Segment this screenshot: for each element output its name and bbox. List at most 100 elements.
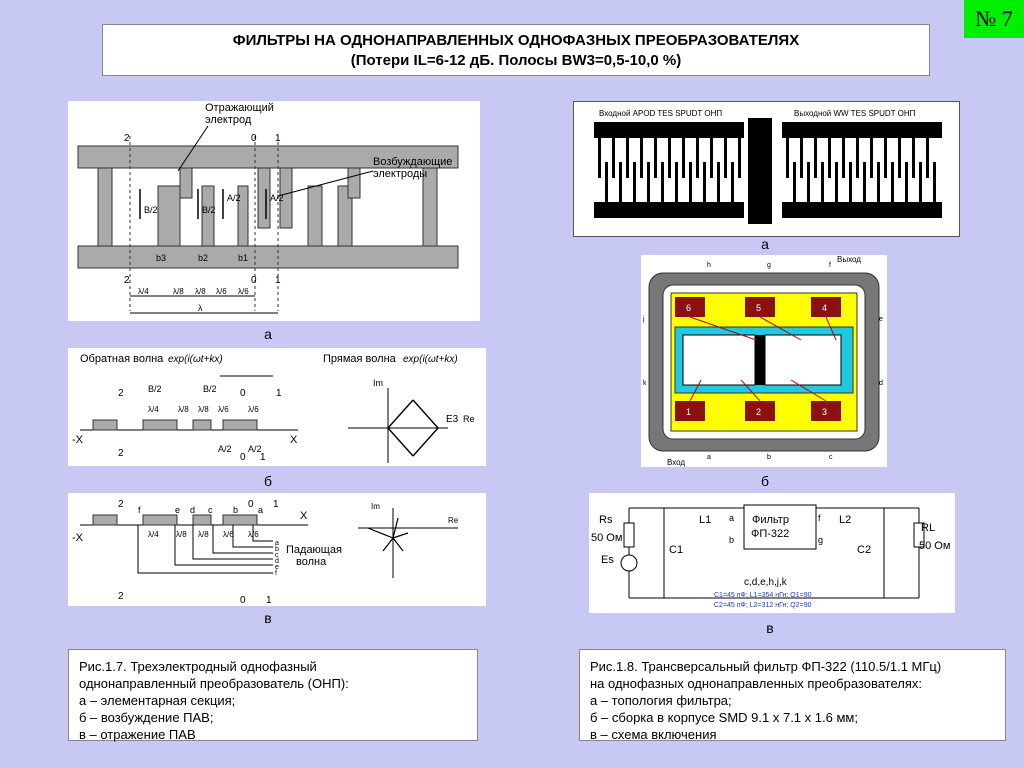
label-reflect-2: электрод — [205, 114, 252, 126]
lambda-b-3: λ/8 — [198, 405, 209, 414]
fig18-line-2: на однофазных однонаправленных преобразо… — [590, 676, 923, 691]
rl-value: 50 Ом — [919, 540, 950, 552]
transducer-finger — [710, 138, 713, 178]
transducer-finger — [870, 138, 873, 178]
label-reflect: Отражающий — [205, 102, 274, 114]
transducer-finger — [633, 162, 636, 202]
page-title: ФИЛЬТРЫ НА ОДНОНАПРАВЛЕННЫХ ОДНОФАЗНЫХ П… — [232, 32, 800, 49]
pad-6: 6 — [686, 303, 691, 313]
list-d: d — [275, 558, 279, 565]
mark-1-b: 1 — [276, 388, 282, 399]
fig17-line-4: б – возбуждение ПАВ; — [79, 710, 214, 725]
list-c: c — [275, 552, 279, 559]
fig17-line-3: а – элементарная секция; — [79, 693, 236, 708]
input-transducer-label: Входной APOD TES SPUDT ОНП — [599, 109, 722, 118]
transducer-finger — [800, 138, 803, 178]
mark-1-c: 1 — [273, 499, 279, 510]
transducer-finger — [605, 162, 608, 202]
mark-0-c-bottom: 0 — [240, 595, 246, 606]
pin-j: j — [642, 316, 645, 323]
list-f: f — [275, 570, 277, 577]
mark-0-b: 0 — [240, 388, 246, 399]
pin-d: d — [879, 380, 883, 387]
lambda-c-2: λ/8 — [176, 530, 187, 539]
transducer-finger — [842, 138, 845, 178]
x-axis: X — [290, 434, 298, 446]
output-transducer-label: Выходной WW TES SPUDT ОНП — [794, 109, 916, 118]
input-label: Вход — [667, 458, 685, 467]
letter-c: c — [208, 505, 213, 515]
mark-1-c-bottom: 1 — [266, 595, 272, 606]
mark-2-bottom: 2 — [124, 275, 130, 286]
transducer-finger — [731, 162, 734, 202]
transducer-finger — [661, 162, 664, 202]
transducer-finger — [926, 138, 929, 178]
mark-0-c: 0 — [248, 499, 254, 510]
params-1: C1=45 пФ; L1=354 нГн; Q1=90 — [714, 592, 812, 599]
pin-a: a — [707, 454, 711, 461]
transducer-finger — [668, 138, 671, 178]
vec-b-a2-2: A/2 — [248, 444, 262, 454]
fig18-line-3: а – топология фильтра; — [590, 693, 732, 708]
transducer-finger — [807, 162, 810, 202]
transducer-finger — [835, 162, 838, 202]
transducer-finger — [675, 162, 678, 202]
pin-b-circuit: b — [729, 535, 734, 545]
transducer-finger — [738, 138, 741, 178]
b3-label: b3 — [156, 253, 166, 263]
lambda-c-1: λ/4 — [148, 530, 159, 539]
lambda-1: λ/4 — [138, 287, 149, 296]
transducer-finger — [647, 162, 650, 202]
mark-2-top: 2 — [124, 133, 130, 144]
letter-d: d — [190, 505, 195, 515]
es-label: Es — [601, 554, 614, 566]
mark-0-b-bottom: 0 — [240, 452, 246, 463]
pin-a-circuit: a — [729, 513, 734, 523]
label-excite-2: электроды — [373, 168, 427, 180]
transducer-finger — [598, 138, 601, 178]
pad-2: 2 — [756, 407, 761, 417]
transducer-finger — [793, 162, 796, 202]
transducer-finger — [863, 162, 866, 202]
figure-electrode-section: B/2 B/2 A/2 A/2 Отражающий электрод Возб… — [68, 101, 480, 321]
output-label: Выход — [837, 255, 861, 264]
transducer-finger — [919, 162, 922, 202]
list-e: e — [275, 564, 279, 571]
e3-b: E3 — [446, 414, 459, 425]
mark-2-c: 2 — [118, 499, 124, 510]
slide-number: № 7 — [964, 0, 1024, 38]
back-wave-expr: exp(i(ωt+kx) — [168, 354, 223, 365]
letter-a: a — [258, 505, 263, 515]
transducer-finger — [828, 138, 831, 178]
mark-2-b-bottom: 2 — [118, 448, 124, 459]
rl-label: RL — [921, 522, 935, 534]
lambda-b-5: λ/6 — [248, 405, 259, 414]
lambda-c-4: λ/6 — [223, 530, 234, 539]
transducer-finger — [717, 162, 720, 202]
transducer-finger — [612, 138, 615, 178]
figure-filter-topology: Входной APOD TES SPUDT ОНП Выходной WW T… — [573, 101, 960, 237]
vec-b-b2-2: B/2 — [203, 384, 217, 394]
ground-pins: c,d,e,h,j,k — [744, 577, 788, 588]
transducer-finger — [703, 162, 706, 202]
transducer-finger — [884, 138, 887, 178]
pin-f-circuit: f — [818, 513, 821, 523]
pad-5: 5 — [756, 303, 761, 313]
x-c: X — [300, 510, 308, 522]
caption-b-right: б — [760, 473, 770, 489]
mark-2-c-bottom: 2 — [118, 591, 124, 602]
c2-label: C2 — [857, 544, 871, 556]
fig17-line-1: Рис.1.7. Трехэлектродный однофазный — [79, 659, 317, 674]
forward-wave-expr: exp(i(ωt+kx) — [403, 354, 458, 365]
transducer-finger — [877, 162, 880, 202]
filter-label: Фильтр — [752, 514, 789, 526]
l1-label: L1 — [699, 514, 711, 526]
transducer-finger — [619, 162, 622, 202]
title-box: ФИЛЬТРЫ НА ОДНОНАПРАВЛЕННЫХ ОДНОФАЗНЫХ П… — [102, 24, 930, 76]
pad-4: 4 — [822, 303, 827, 313]
incident-wave-2: волна — [296, 556, 327, 568]
pad-1: 1 — [686, 407, 691, 417]
caption-c-right: в — [766, 620, 774, 636]
re-b: Re — [463, 414, 475, 424]
transducer-finger — [912, 138, 915, 178]
